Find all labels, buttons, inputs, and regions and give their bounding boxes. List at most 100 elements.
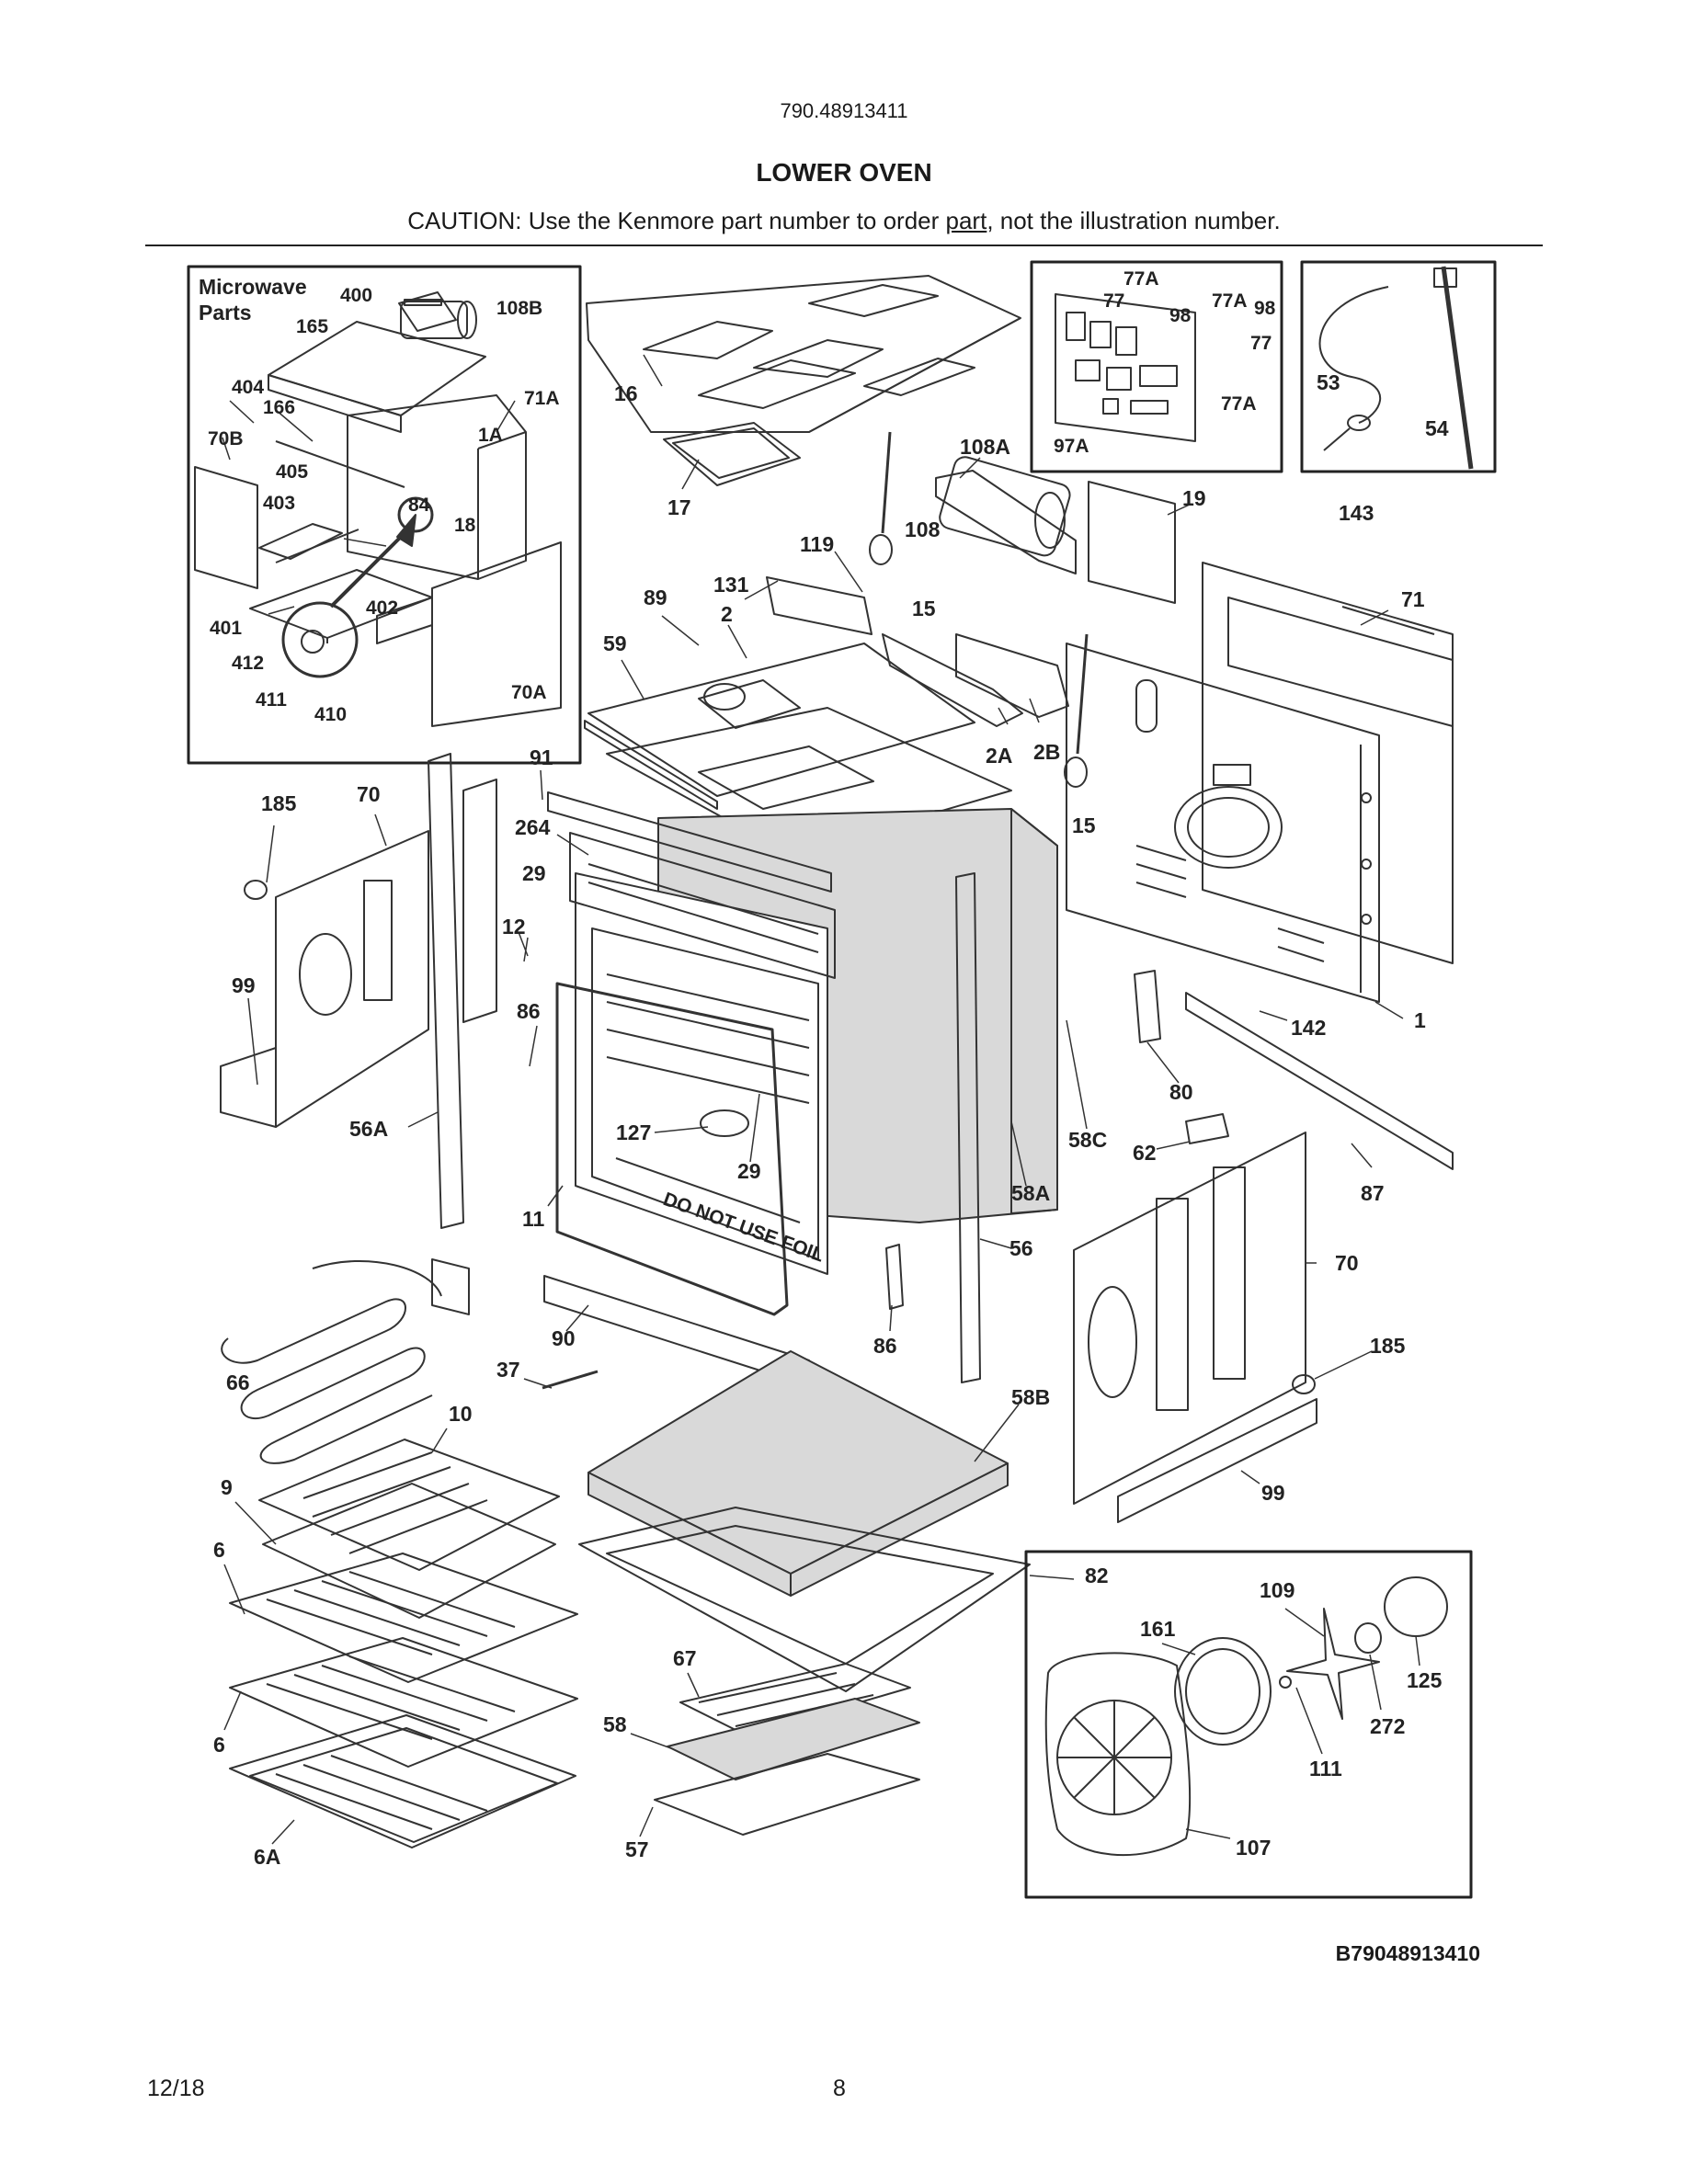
page-number: 8 [833,2076,846,2101]
label-56A: 56A [349,1117,388,1141]
hinge-62 [1185,1113,1229,1144]
oven-bottom-58B [587,1350,1009,1597]
microwave-top-cover [268,321,486,433]
label-109: 109 [1260,1578,1295,1602]
label-264: 264 [515,815,551,839]
label-405: 405 [276,461,308,483]
caution-prefix: CAUTION: Use the Kenmore part number to … [407,207,946,234]
fan-bracket-108A [935,470,1077,574]
oven-rack-upper [229,1553,578,1683]
label-98-a: 98 [1169,305,1192,326]
label-19: 19 [1182,486,1206,510]
side-trim-right-56 [955,872,981,1383]
label-97A: 97A [1054,436,1089,457]
label-57: 57 [625,1837,649,1861]
label-29-cavity: 29 [737,1159,761,1183]
label-70-right: 70 [1335,1251,1359,1275]
fan-motor-125 [1354,1576,1448,1654]
label-6-upper: 6 [213,1538,225,1562]
label-80: 80 [1169,1080,1193,1104]
temperature-sensor [869,431,1089,788]
broil-element [221,1258,470,1464]
cooling-fan-108 [939,456,1071,557]
footer-date: 12/18 [147,2076,205,2101]
label-77-b: 77 [1250,333,1272,354]
part-37 [542,1370,599,1390]
label-58C: 58C [1068,1128,1107,1152]
side-trim-56A [428,753,497,1229]
broiler-pan [262,1483,556,1619]
label-77A-b: 77A [1212,290,1248,312]
label-18: 18 [454,515,476,536]
label-66: 66 [226,1371,250,1394]
label-29-top: 29 [522,861,546,885]
label-166: 166 [263,397,295,418]
label-165: 165 [296,316,328,337]
label-84: 84 [408,495,430,516]
fan-nut-111 [1279,1676,1292,1689]
bake-element-67 [679,1663,911,1736]
label-400: 400 [340,285,372,306]
label-71: 71 [1401,587,1425,611]
label-108A: 108A [960,435,1010,459]
label-2: 2 [721,602,733,626]
label-54: 54 [1425,416,1449,440]
label-185-right: 185 [1370,1334,1406,1358]
meat-probe-cable [1318,266,1474,470]
microwave-parts-inset [187,265,582,765]
label-37: 37 [496,1358,520,1382]
label-87: 87 [1361,1181,1385,1205]
broiler-pan-insert [258,1439,560,1571]
label-70A: 70A [511,682,547,703]
caution-underlined-word: part [945,207,987,234]
label-62: 62 [1133,1141,1157,1165]
label-59: 59 [603,631,627,655]
control-board-inset [1030,260,1283,473]
convection-element-161 [1174,1637,1272,1746]
label-1: 1 [1414,1008,1426,1032]
label-70B: 70B [208,428,244,449]
round-plug-185-right [1292,1374,1316,1394]
label-403: 403 [263,493,295,514]
model-number: 790.48913411 [780,99,908,122]
label-99-right: 99 [1261,1481,1285,1505]
label-89: 89 [644,586,667,609]
cavity-front-frame [569,832,836,979]
label-82: 82 [1085,1564,1109,1587]
caution-text: CAUTION: Use the Kenmore part number to … [0,207,1688,235]
label-161: 161 [1140,1617,1176,1641]
section-title: LOWER OVEN [756,158,932,187]
label-microwave: Microwave [199,275,307,299]
microwave-part-400 [398,291,457,332]
label-125: 125 [1407,1668,1443,1692]
label-77A-c: 77A [1221,393,1257,415]
door-gasket [555,982,789,1316]
top-panel [584,643,975,810]
label-86-bottom: 86 [873,1334,897,1358]
rollout-rack-6A [229,1714,576,1848]
label-143: 143 [1339,501,1374,525]
label-410: 410 [314,704,347,725]
diagram-id: B79048913410 [1335,1941,1480,1965]
microwave-bracket-403 [258,523,359,563]
label-90: 90 [552,1326,576,1350]
microwave-base-plate [249,541,562,727]
label-411: 411 [256,689,287,711]
label-parts: Parts [199,301,252,324]
bottom-frame-82 [578,1507,1031,1692]
label-17: 17 [667,495,691,519]
label-11: 11 [522,1207,545,1231]
bracket-80 [1134,970,1161,1043]
convection-fan-inset [1024,1550,1473,1899]
label-2B: 2B [1033,740,1060,764]
insulation-58 [667,1698,920,1780]
fan-blade-109 [1286,1608,1380,1720]
label-67: 67 [673,1646,697,1670]
label-98-b: 98 [1254,298,1276,319]
label-119: 119 [800,532,834,556]
label-107: 107 [1236,1836,1271,1860]
header-divider [145,245,1543,246]
label-10: 10 [449,1402,473,1426]
label-108B: 108B [496,298,542,319]
